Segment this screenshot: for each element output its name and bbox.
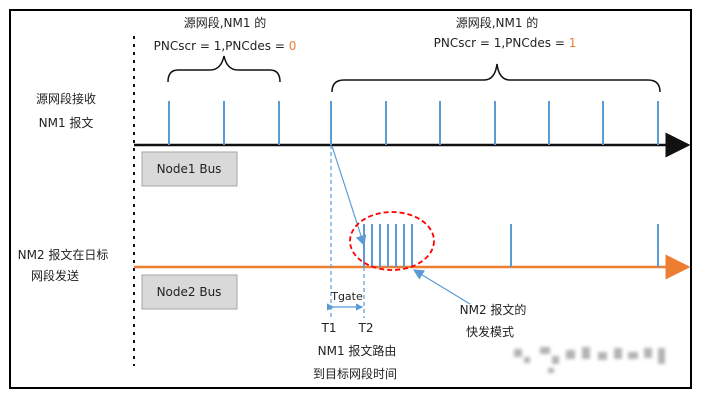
brace-left-line1: 源网段,NM1 的 xyxy=(184,15,267,30)
routing-time-caption-line2: 到目标网段时间 xyxy=(313,366,397,381)
brace-left xyxy=(167,55,281,83)
fast-mode-pointer xyxy=(412,269,471,305)
row2-label-line1: NM2 报文在日标 xyxy=(18,247,109,262)
row1-label-line1: 源网段接收 xyxy=(36,91,96,106)
outer-frame xyxy=(9,9,692,389)
node2-bus-box: Node2 Bus xyxy=(141,274,238,310)
t1-label: T1 xyxy=(321,321,337,335)
node2-bus-label: Node2 Bus xyxy=(157,285,222,299)
routing-time-caption-line1: NM1 报文路由 xyxy=(318,343,397,358)
brace-left-line2: PNCscr = 1,PNCdes = 0 xyxy=(154,39,297,53)
fast-burst-pulses xyxy=(363,224,413,267)
routing-arrow xyxy=(331,145,367,247)
brace-right-line2: PNCscr = 1,PNCdes = 1 xyxy=(434,36,577,50)
blurred-watermark xyxy=(514,347,665,373)
row1-pulses xyxy=(168,101,659,145)
fast-mode-label-line2: 快发模式 xyxy=(466,324,514,339)
node1-bus-box: Node1 Bus xyxy=(141,151,238,187)
fast-mode-label-line1: NM2 报文的 xyxy=(460,302,527,317)
t2-label: T2 xyxy=(358,321,374,335)
row2-label-line2: 网段发送 xyxy=(31,268,79,283)
brace-right xyxy=(331,63,661,93)
fast-mode-highlight xyxy=(349,211,435,271)
brace-right-line1: 源网段,NM1 的 xyxy=(456,15,539,30)
node1-bus-label: Node1 Bus xyxy=(157,162,222,176)
row1-label-line2: NM1 报文 xyxy=(39,115,94,130)
tgate-label: Tgate xyxy=(330,290,363,303)
